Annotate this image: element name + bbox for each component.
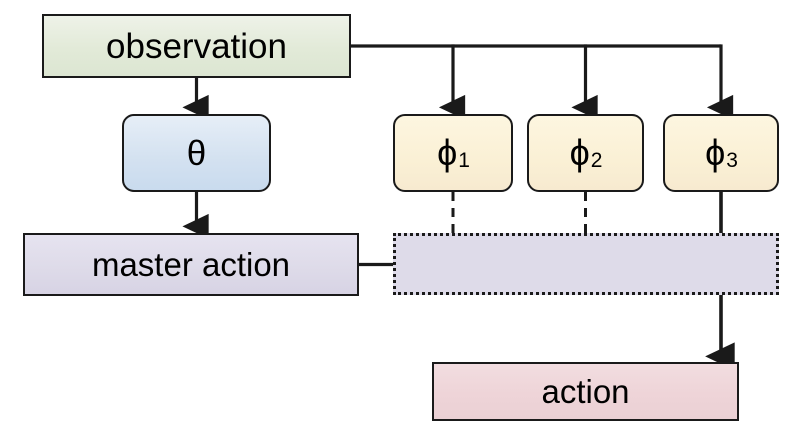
node-phi-1-subscript: 1 — [458, 148, 470, 172]
node-observation-label: observation — [106, 26, 287, 66]
node-theta-label: θ — [186, 133, 207, 173]
node-phi-3-subscript: 3 — [726, 148, 738, 172]
node-phi-3-label: ϕ — [705, 132, 726, 173]
node-theta[interactable]: θ — [122, 114, 271, 192]
node-action[interactable]: action — [432, 362, 739, 421]
node-action-label: action — [541, 373, 630, 410]
node-observation[interactable]: observation — [42, 14, 351, 78]
node-master-action[interactable]: master action — [23, 233, 359, 296]
node-phi-2-label: ϕ — [569, 132, 590, 173]
switch-region — [393, 233, 779, 295]
node-phi-1-label: ϕ — [437, 132, 458, 173]
node-phi-2-subscript: 2 — [590, 148, 603, 172]
node-master-action-label: master action — [91, 246, 291, 283]
